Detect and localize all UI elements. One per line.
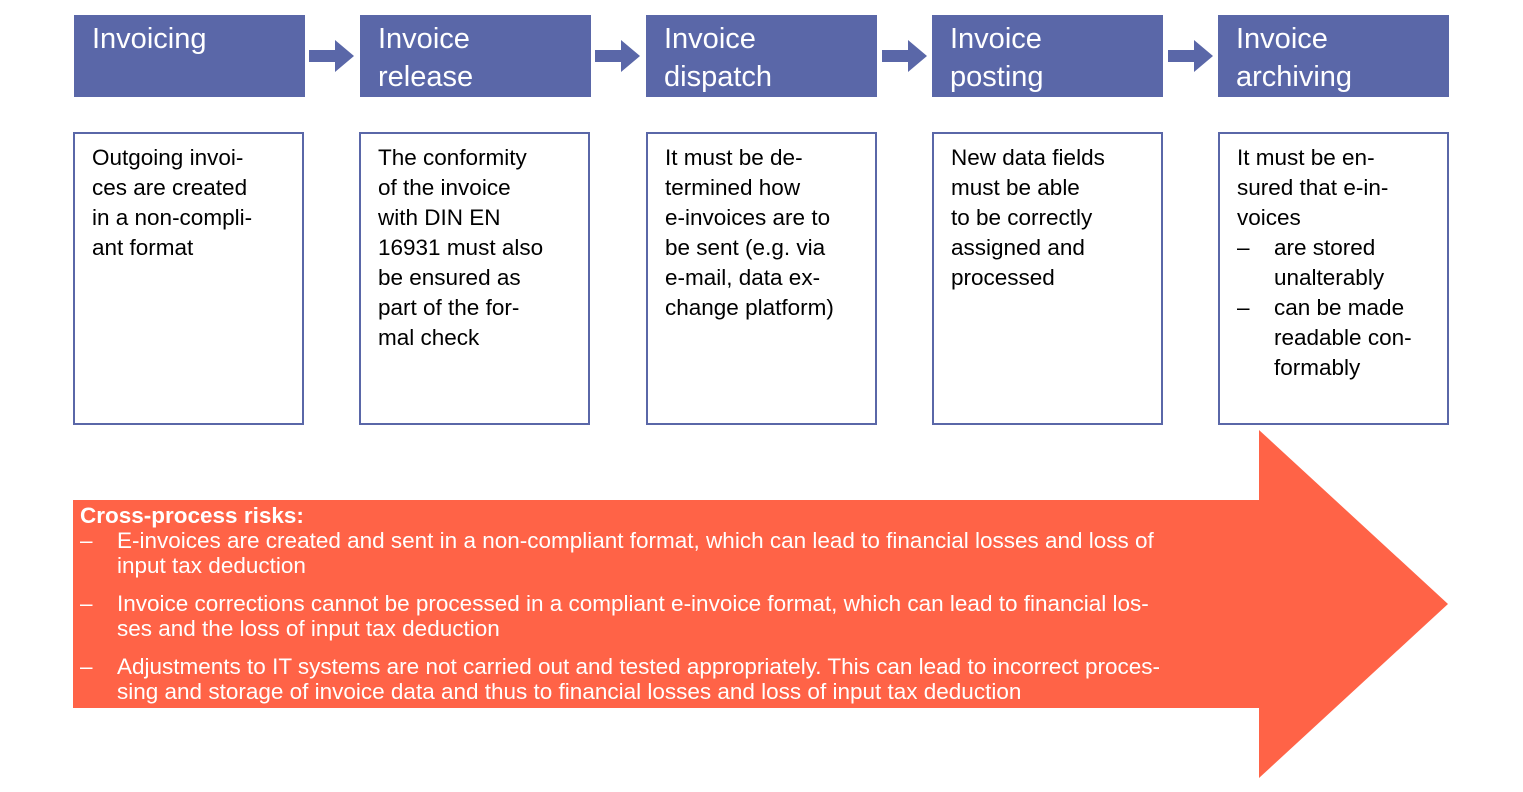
step-text-line: termined how xyxy=(665,175,801,200)
risk-text-line: ses and the loss of input tax deduction xyxy=(117,616,500,641)
risk-item: – Invoice corrections cannot be processe… xyxy=(80,591,1310,641)
risk-item: – E-invoices are created and sent in a n… xyxy=(80,528,1310,578)
step-header-invoice-dispatch: Invoice dispatch xyxy=(646,15,877,97)
step-text-line: mal check xyxy=(378,325,480,350)
cross-process-risks: Cross-process risks: – E-invoices are cr… xyxy=(80,503,1310,717)
step-title-line: dispatch xyxy=(664,61,773,93)
step-title-line: Invoice xyxy=(1236,23,1328,55)
step-text-line: Outgoing invoi- xyxy=(92,145,244,170)
step-box-invoice-release: The conformity of the invoice with DIN E… xyxy=(359,132,590,425)
step-box-invoice-posting: New data fields must be able to be corre… xyxy=(932,132,1163,425)
step-title-line: archiving xyxy=(1236,61,1353,93)
bullet-text: can be made xyxy=(1274,295,1405,320)
step-text-line: processed xyxy=(951,265,1055,290)
bullet-text-continued: formably xyxy=(1274,355,1361,380)
bullet-dash: – xyxy=(1237,295,1250,320)
step-text-line: with DIN EN xyxy=(378,205,501,230)
step-title-line: Invoice xyxy=(664,23,756,55)
risk-dash: – xyxy=(80,654,93,679)
step-text-line: ces are created xyxy=(92,175,248,200)
step-text-line: to be correctly xyxy=(951,205,1093,230)
step-text-line: It must be en- xyxy=(1237,145,1375,170)
step-header-invoicing: Invoicing xyxy=(74,15,305,97)
step-text-line: change platform) xyxy=(665,295,834,320)
bullet-text-continued: readable con- xyxy=(1274,325,1412,350)
right-arrow-icon xyxy=(882,40,927,72)
step-text-line: sured that e-in- xyxy=(1237,175,1389,200)
step-title-line: release xyxy=(378,61,474,93)
step-title-line: posting xyxy=(950,61,1044,93)
risk-text-line: Invoice corrections cannot be processed … xyxy=(117,591,1149,616)
step-text-line: e-mail, data ex- xyxy=(665,265,821,290)
risk-text-line: sing and storage of invoice data and thu… xyxy=(117,679,1022,704)
risk-arrow-shape xyxy=(73,430,1448,778)
risk-item: – Adjustments to IT systems are not carr… xyxy=(80,654,1310,704)
risks-title: Cross-process risks: xyxy=(80,503,304,528)
step-text-line: of the invoice xyxy=(378,175,511,200)
risk-text-line: input tax deduction xyxy=(117,553,306,578)
step-box-invoicing: Outgoing invoi- ces are created in a non… xyxy=(73,132,304,425)
risk-text-line: E-invoices are created and sent in a non… xyxy=(117,528,1154,553)
bullet-line: – can be made xyxy=(1237,293,1439,323)
step-text-line: ant format xyxy=(92,235,194,260)
risk-dash: – xyxy=(80,591,93,616)
step-header-invoice-posting: Invoice posting xyxy=(932,15,1163,97)
step-title-line: Invoicing xyxy=(92,23,207,55)
step-header-invoice-archiving: Invoice archiving xyxy=(1218,15,1449,97)
right-arrow-icon xyxy=(1168,40,1213,72)
bullet-dash: – xyxy=(1237,235,1250,260)
step-text-line: be sent (e.g. via xyxy=(665,235,826,260)
step-box-invoice-dispatch: It must be de- termined how e-invoices a… xyxy=(646,132,877,425)
step-text-line: be ensured as xyxy=(378,265,521,290)
bullet-text: are stored xyxy=(1274,235,1376,260)
step-title-line: Invoice xyxy=(950,23,1042,55)
step-header-invoice-release: Invoice release xyxy=(360,15,591,97)
step-text-line: e-invoices are to xyxy=(665,205,831,230)
step-text-line: must be able xyxy=(951,175,1080,200)
step-text-line: part of the for- xyxy=(378,295,520,320)
step-text-line: New data fields xyxy=(951,145,1105,170)
step-text-line: voices xyxy=(1237,205,1301,230)
step-text-line: assigned and xyxy=(951,235,1085,260)
step-text-line: The conformity xyxy=(378,145,527,170)
step-text-line: It must be de- xyxy=(665,145,803,170)
bullet-text-continued: unalterably xyxy=(1274,265,1385,290)
right-arrow-icon xyxy=(309,40,354,72)
step-text-line: 16931 must also xyxy=(378,235,544,260)
risk-dash: – xyxy=(80,528,93,553)
bullet-line: – are stored xyxy=(1237,233,1439,263)
right-arrow-icon xyxy=(595,40,640,72)
step-box-invoice-archiving: It must be en- sured that e-in- voices –… xyxy=(1218,132,1449,425)
step-text-line: in a non-compli- xyxy=(92,205,253,230)
step-title-line: Invoice xyxy=(378,23,470,55)
risk-text-line: Adjustments to IT systems are not carrie… xyxy=(117,654,1161,679)
